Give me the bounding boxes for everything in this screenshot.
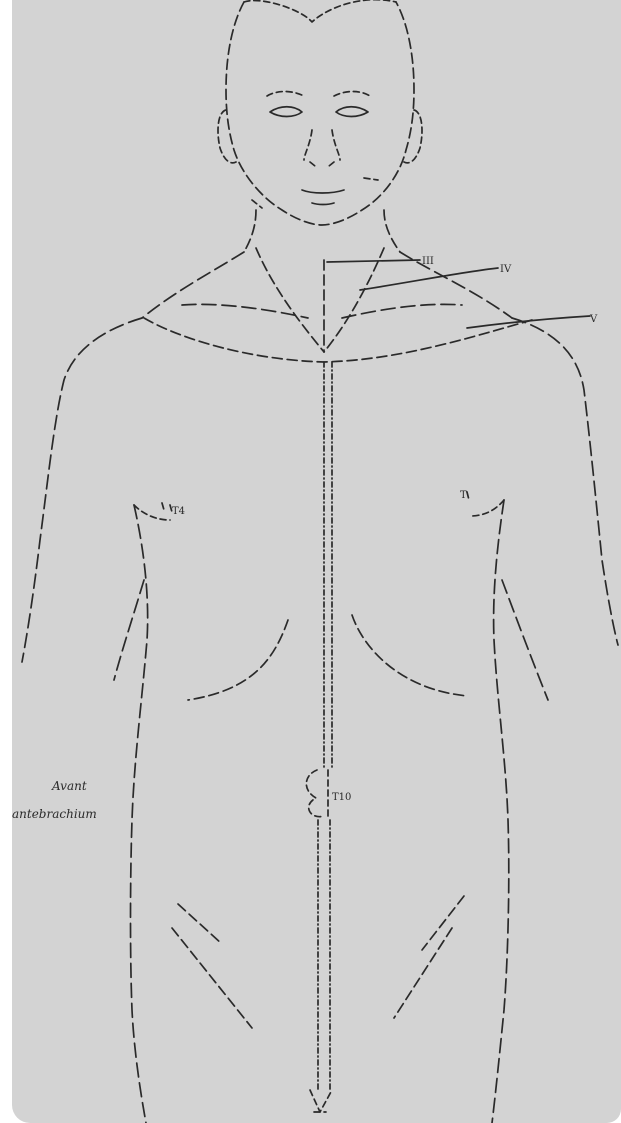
neck bbox=[142, 210, 590, 362]
side-note-line1: Avant bbox=[51, 779, 87, 793]
figure-frame: III IV V bbox=[12, 0, 621, 1123]
torso bbox=[22, 318, 618, 1123]
body-outline-diagram: III IV V bbox=[12, 0, 621, 1123]
label-t10: T10 bbox=[332, 792, 351, 803]
label-c3: III bbox=[422, 256, 434, 267]
label-c5: V bbox=[589, 314, 598, 325]
head bbox=[218, 0, 422, 225]
label-t4-left: T4 bbox=[172, 506, 185, 517]
label-t4-right: T bbox=[460, 490, 467, 501]
side-note-line2: antebrachium bbox=[12, 807, 97, 821]
label-c4: IV bbox=[500, 264, 512, 275]
